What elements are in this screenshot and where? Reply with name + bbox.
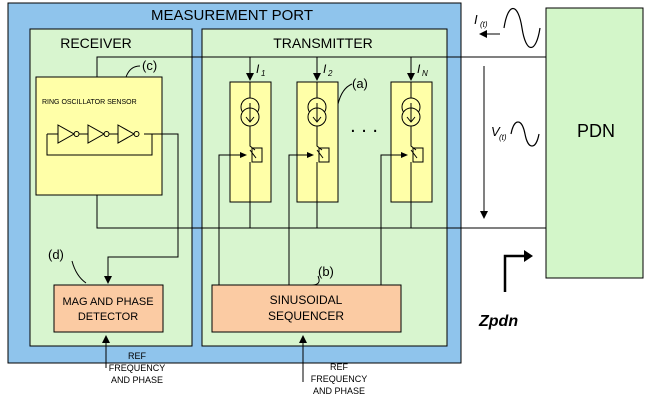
callout-c: (c) <box>142 58 157 73</box>
ring-oscillator-box <box>35 76 163 196</box>
it-sine-icon <box>503 7 541 49</box>
callout-c-leader <box>125 65 141 78</box>
sensor-output-line <box>104 133 179 284</box>
sinusoidal-sequencer-box <box>211 284 402 333</box>
it-label: I <box>474 12 478 27</box>
current-i1-label: I <box>256 62 260 76</box>
vt-sub: (t) <box>499 133 507 142</box>
it-sub: (t) <box>480 20 488 29</box>
ref-left-line2: FREQUENCY <box>109 363 166 373</box>
current-in-sub: N <box>422 69 428 78</box>
callout-a-leader <box>337 83 353 105</box>
sinusoidal-line2: SEQUENCER <box>268 309 344 323</box>
zpdn-label: Zpdn <box>478 313 518 330</box>
ref-right-line2: FREQUENCY <box>311 374 368 384</box>
transmitter-title: TRANSMITTER <box>273 35 373 51</box>
ref-right-line1: REF <box>330 362 349 372</box>
callout-b-leader <box>311 275 320 286</box>
ref-right-line3: AND PHASE <box>313 386 365 396</box>
sinusoidal-line1: SINUSOIDAL <box>270 293 343 307</box>
pdn-box <box>545 7 644 279</box>
current-i2-label: I <box>323 62 327 76</box>
vt-sine-icon <box>510 121 540 147</box>
zpdn-arrow-head <box>524 250 533 262</box>
mag-phase-line2: DETECTOR <box>78 311 138 323</box>
mag-phase-line1: MAG AND PHASE <box>62 296 153 308</box>
mag-phase-detector-box <box>53 284 164 333</box>
callout-b: (b) <box>318 264 334 279</box>
ellipsis: . . . <box>350 115 378 137</box>
cell-ground-lines <box>249 202 412 228</box>
ref-left-line1: REF <box>128 351 147 361</box>
ref-left-line3: AND PHASE <box>111 375 163 385</box>
current-cell-1 <box>218 57 272 285</box>
callout-a: (a) <box>352 76 368 91</box>
zpdn-arrow-shaft <box>503 254 528 292</box>
current-i1-sub: 1 <box>261 69 265 78</box>
vt-label: V <box>491 124 501 139</box>
callout-d-leader <box>71 260 87 284</box>
receiver-title: RECEIVER <box>60 35 132 51</box>
current-cell-n <box>380 57 433 285</box>
current-cell-2 <box>288 57 339 285</box>
bottom-ground-line <box>96 195 546 229</box>
current-i2-sub: 2 <box>327 69 333 78</box>
top-supply-line <box>96 56 546 77</box>
ring-oscillator-label: RING OSCILLATOR SENSOR <box>42 99 137 106</box>
measurement-port-title: MEASUREMENT PORT <box>151 7 313 24</box>
current-in-label: I <box>417 62 421 76</box>
pdn-label: PDN <box>577 121 615 141</box>
callout-d: (d) <box>48 247 64 262</box>
